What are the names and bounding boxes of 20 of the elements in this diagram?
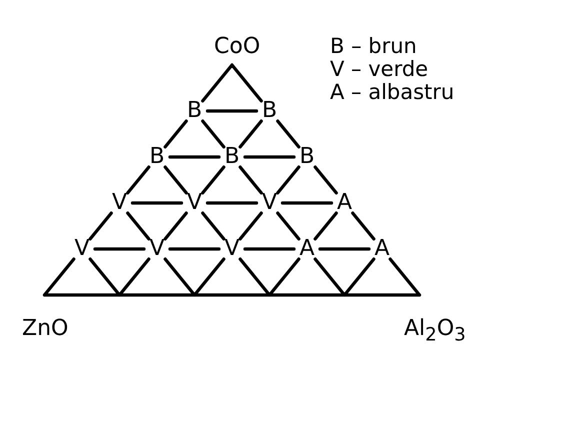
legend-entry: B – brun (330, 36, 417, 57)
color-letter: V (262, 192, 278, 214)
color-letter: A (374, 238, 390, 260)
vertex-label: CoO (214, 36, 260, 58)
color-letter: A (337, 192, 352, 214)
color-letter: B (187, 100, 202, 122)
color-letter: B (262, 100, 278, 122)
legend-entry: V – verde (330, 59, 428, 80)
color-letter: B (150, 146, 165, 168)
color-letter: A (300, 238, 315, 260)
color-letter: V (74, 238, 90, 260)
vertex-label: Al$_{2}$O$_{3}$ (404, 318, 466, 345)
color-letter: V (112, 192, 128, 214)
color-letter: B (300, 146, 315, 168)
color-letter: V (224, 238, 240, 260)
color-letter: V (150, 238, 165, 260)
color-letter: V (187, 192, 202, 214)
vertex-label: ZnO (22, 318, 68, 340)
legend-entry: A – albastru (330, 82, 454, 103)
color-letter: B (224, 146, 240, 168)
